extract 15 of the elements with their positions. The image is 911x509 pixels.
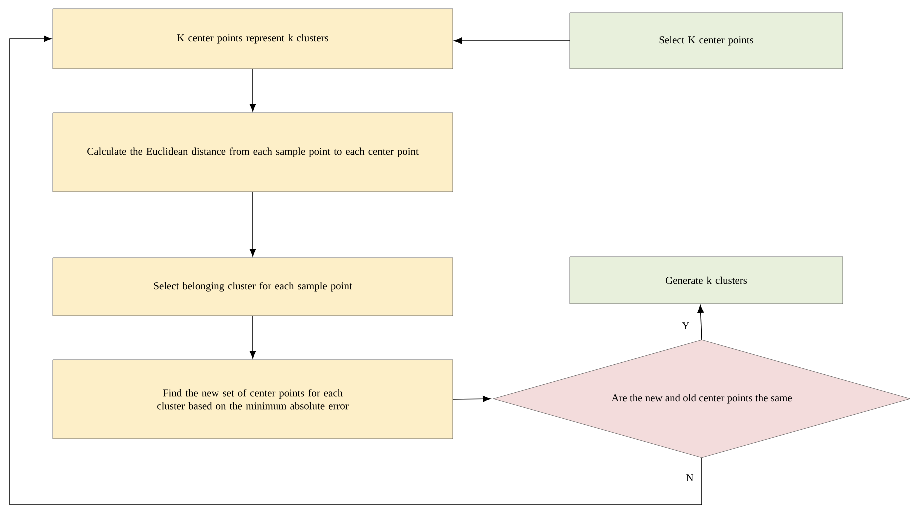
- process-box: K center points represent k clusters: [52, 8, 454, 70]
- edge-label: Y: [681, 322, 691, 330]
- arrow: [454, 38, 570, 44]
- arrow: [250, 192, 256, 257]
- arrow: [10, 36, 702, 506]
- process-box: Select belonging cluster for each sample point: [52, 258, 454, 316]
- process-box: Select K center points: [570, 12, 844, 70]
- process-box: Generate k clusters: [570, 256, 844, 304]
- process-box: Find the new set of center points for each cluster based on the minimum absolute error: [52, 360, 454, 440]
- process-box: Calculate the Euclidean distance from each sample point to each center point: [52, 112, 454, 192]
- arrow: [698, 305, 704, 340]
- arrow: [250, 316, 256, 359]
- edge-label: N: [685, 474, 695, 482]
- arrow: [452, 396, 491, 402]
- arrow: [250, 68, 256, 112]
